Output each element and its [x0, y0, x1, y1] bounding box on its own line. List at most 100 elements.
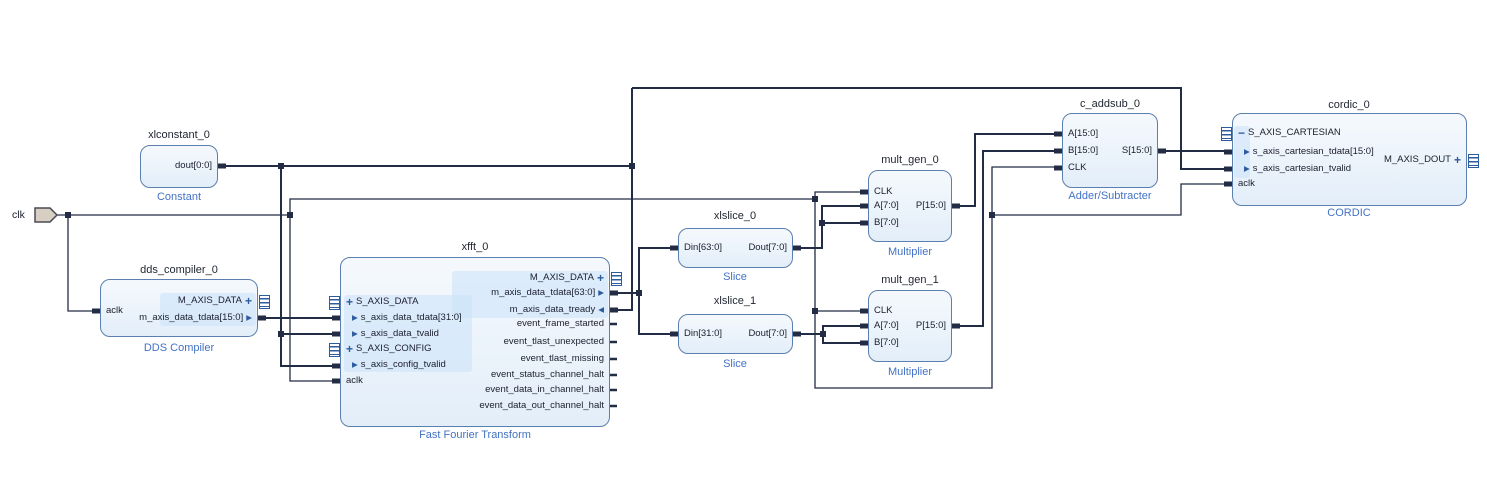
wire-fft-tdata[interactable]	[610, 247, 678, 335]
port-addsub-s[interactable]: S[15:0]	[1122, 145, 1152, 157]
interface-pin-icon[interactable]	[1221, 127, 1232, 141]
port-xlconstant-dout[interactable]: dout[0:0]	[175, 160, 212, 172]
block-xlslice_1[interactable]	[678, 314, 793, 354]
port-label: B[7:0]	[874, 217, 899, 228]
port-xfft-event-data-in-channel-halt[interactable]: event_data_in_channel_halt	[485, 384, 604, 396]
port-addsub-b[interactable]: B[15:0]	[1068, 145, 1098, 157]
port-label: B[7:0]	[874, 337, 899, 348]
block-type-xlconstant_0[interactable]: Constant	[156, 191, 202, 203]
port-label: aclk	[1238, 178, 1255, 189]
port-cordic-tvalid[interactable]: ▶ s_axis_cartesian_tvalid	[1244, 163, 1351, 175]
wire-slice0-out[interactable]	[793, 205, 868, 249]
port-mult1-p[interactable]: P[15:0]	[916, 320, 946, 332]
port-label: CLK	[874, 186, 893, 197]
block-c_addsub_0[interactable]	[1062, 113, 1158, 188]
port-xfft-s-axis-data-tdata[interactable]: ▶ s_axis_data_tdata[31:0]	[352, 312, 462, 324]
port-xfft-s-axis-data-tvalid[interactable]: ▶ s_axis_data_tvalid	[352, 328, 439, 340]
pin-out-icon: ▶	[352, 329, 358, 338]
block-cordic_0[interactable]	[1232, 113, 1467, 206]
collapse-icon[interactable]: −	[1238, 126, 1246, 140]
port-mult0-p[interactable]: P[15:0]	[916, 200, 946, 212]
port-label: M_AXIS_DATA	[177, 295, 242, 306]
block-type-xfft_0[interactable]: Fast Fourier Transform	[419, 429, 531, 441]
block-mult_gen_0[interactable]	[868, 170, 952, 242]
port-xfft-event-tlast-missing[interactable]: event_tlast_missing	[521, 353, 604, 365]
port-label: event_tlast_missing	[520, 353, 604, 364]
wire-slice1-out[interactable]	[793, 325, 868, 344]
port-xfft-m-axis-data-tdata[interactable]: m_axis_data_tdata[63:0] ▶	[491, 287, 604, 299]
port-addsub-a[interactable]: A[15:0]	[1068, 128, 1098, 140]
block-type-mult_gen_1[interactable]: Multiplier	[887, 366, 933, 378]
port-label: S[15:0]	[1121, 145, 1152, 156]
port-label: aclk	[346, 375, 363, 386]
port-label: s_axis_config_tvalid	[360, 359, 446, 370]
port-xfft-s-axis-data[interactable]: + S_AXIS_DATA	[346, 296, 419, 308]
port-xfft-s-axis-config-tvalid[interactable]: ▶ s_axis_config_tvalid	[352, 359, 446, 371]
interface-pin-icon[interactable]	[329, 296, 340, 310]
unconnected-stubs	[610, 322, 617, 408]
port-xfft-event-data-out-channel-halt[interactable]: event_data_out_channel_halt	[479, 400, 604, 412]
port-label: event_tlast_unexpected	[503, 336, 604, 347]
expand-icon[interactable]: +	[1453, 153, 1461, 167]
port-xfft-aclk[interactable]: aclk	[346, 375, 363, 387]
port-dds-m-axis-data-tdata[interactable]: m_axis_data_tdata[15:0] ▶	[139, 312, 252, 324]
port-xlslice1-dout[interactable]: Dout[7:0]	[748, 328, 787, 340]
block-type-mult_gen_0[interactable]: Multiplier	[887, 246, 933, 258]
port-label: m_axis_data_tdata[63:0]	[491, 287, 596, 298]
interface-highlight	[1234, 126, 1250, 178]
port-xfft-m-axis-data[interactable]: M_AXIS_DATA +	[530, 272, 604, 284]
port-xfft-event-tlast-unexpected[interactable]: event_tlast_unexpected	[504, 336, 604, 348]
block-type-xlslice_0[interactable]: Slice	[723, 271, 747, 283]
port-label: S_AXIS_DATA	[356, 296, 419, 307]
external-port-clk-label: clk	[12, 209, 25, 221]
wire-clk-net[interactable]	[57, 166, 1232, 389]
interface-pin-icon[interactable]	[611, 272, 622, 286]
wire-mult1-p[interactable]	[952, 150, 1062, 327]
external-port-clk[interactable]	[34, 207, 59, 223]
port-cordic-tdata[interactable]: ▶ s_axis_cartesian_tdata[15:0]	[1244, 146, 1374, 158]
interface-pin-icon[interactable]	[259, 295, 270, 309]
block-xlslice_0[interactable]	[678, 228, 793, 268]
expand-icon[interactable]: +	[346, 295, 354, 309]
port-dds-m-axis-data[interactable]: M_AXIS_DATA +	[178, 295, 252, 307]
port-xfft-m-axis-data-tready[interactable]: m_axis_data_tready ◀	[510, 304, 604, 316]
block-xlconstant_0[interactable]	[140, 145, 218, 188]
interface-pin-icon[interactable]	[329, 343, 340, 357]
wire-mult0-p[interactable]	[952, 133, 1062, 207]
block-type-dds_compiler_0[interactable]: DDS Compiler	[143, 342, 215, 354]
port-mult0-b[interactable]: B[7:0]	[874, 217, 899, 229]
port-cordic-m-axis-dout[interactable]: M_AXIS_DOUT +	[1384, 154, 1461, 166]
port-xlslice1-din[interactable]: Din[31:0]	[684, 328, 722, 340]
port-label: s_axis_data_tvalid	[360, 328, 439, 339]
expand-icon[interactable]: +	[346, 342, 354, 356]
block-title-dds_compiler_0: dds_compiler_0	[140, 264, 218, 276]
port-mult1-clk[interactable]: CLK	[874, 305, 892, 317]
port-mult1-a[interactable]: A[7:0]	[874, 320, 899, 332]
block-type-c_addsub_0[interactable]: Adder/Subtracter	[1068, 190, 1152, 202]
port-label: A[7:0]	[874, 320, 899, 331]
expand-icon[interactable]: +	[244, 294, 252, 308]
port-xlslice0-dout[interactable]: Dout[7:0]	[748, 242, 787, 254]
port-mult0-a[interactable]: A[7:0]	[874, 200, 899, 212]
port-dds-aclk[interactable]: aclk	[106, 305, 123, 317]
port-xfft-event-status-channel-halt[interactable]: event_status_channel_halt	[491, 369, 604, 381]
port-mult0-clk[interactable]: CLK	[874, 186, 892, 198]
port-mult1-b[interactable]: B[7:0]	[874, 337, 899, 349]
port-xfft-event-frame-started[interactable]: event_frame_started	[517, 318, 604, 330]
pin-out-icon: ▶	[1244, 164, 1250, 173]
port-label: s_axis_data_tdata[31:0]	[360, 312, 462, 323]
pin-out-icon: ▶	[352, 313, 358, 322]
interface-pin-icon[interactable]	[1468, 154, 1479, 168]
block-mult_gen_1[interactable]	[868, 290, 952, 362]
block-type-xlslice_1[interactable]: Slice	[723, 358, 747, 370]
pin-out-icon: ▶	[246, 313, 252, 322]
port-xfft-s-axis-config[interactable]: + S_AXIS_CONFIG	[346, 343, 432, 355]
interface-highlight	[452, 271, 608, 318]
port-xlslice0-din[interactable]: Din[63:0]	[684, 242, 722, 254]
port-cordic-s-axis-cartesian[interactable]: − S_AXIS_CARTESIAN	[1238, 127, 1341, 139]
block-type-cordic_0[interactable]: CORDIC	[1327, 207, 1371, 219]
port-cordic-aclk[interactable]: aclk	[1238, 178, 1255, 190]
port-addsub-clk[interactable]: CLK	[1068, 162, 1086, 174]
expand-icon[interactable]: +	[596, 271, 604, 285]
